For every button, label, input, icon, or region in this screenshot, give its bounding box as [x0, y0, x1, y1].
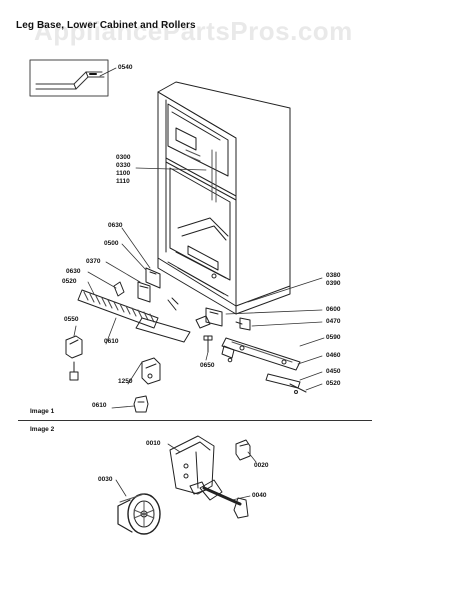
callout-0610: 0610: [104, 338, 119, 345]
callout-0390: 0390: [326, 280, 341, 287]
callout-0630: 0630: [108, 222, 123, 229]
watermark: AppliancePartsPros.com: [34, 16, 353, 46]
callout-1100: 1100: [116, 170, 131, 177]
image1-label: Image 1: [30, 408, 55, 415]
callout-0610-foot: 0610: [92, 402, 107, 409]
callout-0030: 0030: [98, 476, 113, 483]
image2-label: Image 2: [30, 426, 55, 433]
callout-0520: 0520: [62, 278, 77, 285]
callout-0020: 0020: [254, 462, 269, 469]
callout-0450: 0450: [326, 368, 341, 375]
callout-0500: 0500: [104, 240, 119, 247]
callout-1250: 1250: [118, 378, 133, 385]
divider: [18, 420, 372, 421]
callout-0550: 0550: [64, 316, 79, 323]
cabinet: [158, 82, 290, 314]
callout-0540: 0540: [118, 64, 133, 71]
callout-0040: 0040: [252, 492, 267, 499]
callout-0460: 0460: [326, 352, 341, 359]
callout-0010: 0010: [146, 440, 161, 447]
callout-0590: 0590: [326, 334, 341, 341]
leader-lines: [74, 68, 324, 408]
roller-assembly: [118, 436, 250, 534]
callout-0300: 0300: [116, 154, 131, 161]
callout-0370: 0370: [86, 258, 101, 265]
lower-assembly: [66, 268, 306, 412]
inset-detail-0540: [30, 60, 108, 96]
leader-lines-image2: [116, 444, 256, 500]
callout-0470: 0470: [326, 318, 341, 325]
callout-0520-lower: 0520: [326, 380, 341, 387]
callout-0380: 0380: [326, 272, 341, 279]
callout-1110: 1110: [116, 178, 130, 185]
callout-0600: 0600: [326, 306, 341, 313]
callout-0650: 0650: [200, 362, 215, 369]
diagram-title: Leg Base, Lower Cabinet and Rollers: [16, 20, 196, 31]
callout-0330: 0330: [116, 162, 131, 169]
callout-0630-lower: 0630: [66, 268, 81, 275]
